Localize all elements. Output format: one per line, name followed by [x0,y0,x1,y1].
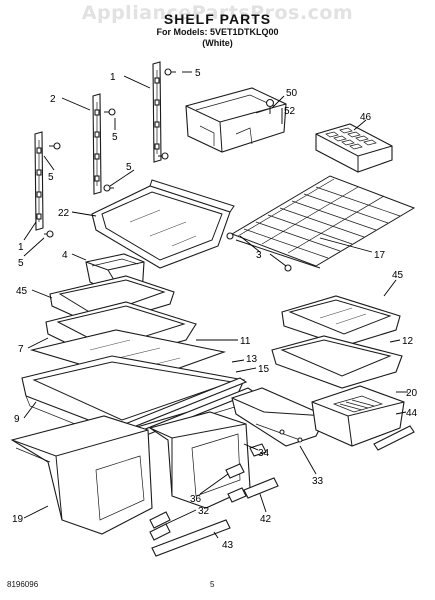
part-5-screw-3[interactable] [104,108,116,116]
callout-1-left: 1 [18,242,24,253]
callout-2: 2 [50,94,56,105]
part-1-shelf-ladder-left[interactable] [34,131,44,231]
part-42-trim[interactable] [243,477,279,499]
callout-44: 44 [406,408,418,419]
part-45-shelf-frame-right[interactable] [281,295,401,347]
callout-50: 50 [286,88,298,99]
callout-13: 13 [246,354,258,365]
part-3-shelf-pin-1[interactable] [226,232,234,240]
watermark-text: AppliancePartsPros.com [81,2,354,24]
callout-42: 42 [260,514,272,525]
callout-5-left-bottom: 5 [18,258,24,269]
part-44-trim[interactable] [373,425,415,451]
models-label: For Models: 5VET1DTKLQ00 [156,27,279,37]
diagram-header: SHELF PARTS For Models: 5VET1DTKLQ00 (Wh… [0,12,435,49]
callout-5-left-top: 5 [48,172,54,183]
part-22-glass-shelf[interactable] [91,179,235,269]
callout-9: 9 [14,414,20,425]
callout-36: 36 [190,494,202,505]
part-20-meat-drawer[interactable] [311,385,405,447]
part-43-trim[interactable] [151,519,231,557]
part-5-screw-1[interactable] [164,68,176,76]
variant-label: (White) [202,38,233,48]
part-19-crisper-drawer-right[interactable] [148,411,251,509]
part-3-shelf-pin-2[interactable] [284,264,292,272]
part-2-shelf-ladder-middle[interactable] [92,93,102,195]
callout-5-middle-bottom: 5 [126,162,132,173]
callout-45-right: 45 [392,270,404,281]
leader-lines [23,71,408,539]
callout-19: 19 [12,514,24,525]
part-1-shelf-ladder-right[interactable] [152,61,162,163]
part-5-screw-6[interactable] [44,230,54,238]
part-52-bracket[interactable] [185,87,287,153]
part-33-drawer-slide[interactable] [231,387,327,447]
part-5-screw-4[interactable] [103,184,114,192]
part-50-screw[interactable] [265,98,275,115]
callout-34: 34 [258,448,270,459]
callout-52: 52 [284,106,296,117]
page-title: SHELF PARTS [163,11,272,27]
part-36-clip[interactable] [225,463,247,503]
callout-1-right: 1 [110,72,116,83]
callout-32: 32 [198,506,210,517]
callout-17: 17 [374,250,386,261]
part-19-crisper-drawer-left[interactable] [10,415,153,535]
callout-43: 43 [222,540,234,551]
callout-7: 7 [18,344,24,355]
callout-15: 15 [258,364,270,375]
callout-4: 4 [62,250,68,261]
callout-20: 20 [406,388,418,399]
part-17-wire-shelf[interactable] [230,175,416,269]
part-5-screw-5[interactable] [49,142,61,150]
callout-46: 46 [360,112,372,123]
callout-22: 22 [58,208,70,219]
part-5-screw-2[interactable] [158,152,169,160]
callout-11: 11 [240,336,251,347]
callout-labels: 1 5 2 5 5 5 1 5 50 52 46 22 4 3 17 45 45… [12,68,418,551]
callout-5-middle-top: 5 [112,132,118,143]
callout-5-right-top: 5 [195,68,201,79]
part-32-clip[interactable] [149,511,171,541]
part-46-ice-tray[interactable] [315,123,393,173]
part-12-drawer-cover[interactable] [271,335,403,389]
callout-33: 33 [312,476,324,487]
page-number: 5 [210,580,215,589]
document-part-number: 8196096 [7,580,39,589]
callout-45-left: 45 [16,286,28,297]
callout-12: 12 [402,336,414,347]
callout-3: 3 [256,250,262,261]
